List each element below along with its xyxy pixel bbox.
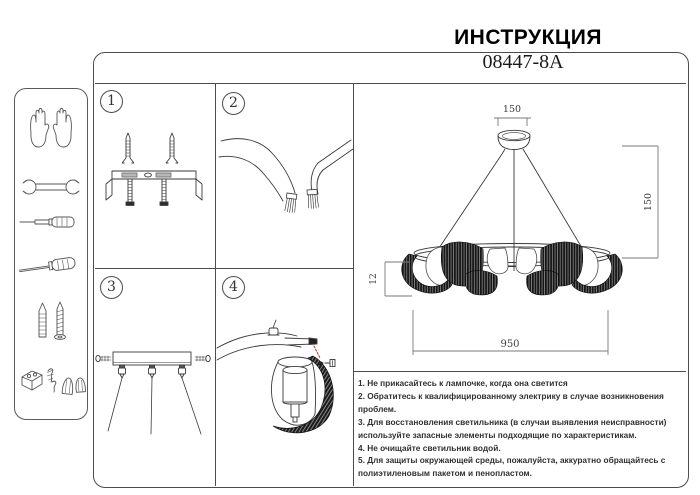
dim-bottom-label: 950 [500, 339, 519, 350]
main-frame [93, 52, 689, 488]
step-3-diagram-canopy-cables [95, 351, 211, 435]
model-number: 08447-8A [482, 51, 564, 73]
step-1-number: 1 [100, 90, 123, 113]
column-divider-2 [353, 84, 355, 486]
step-4-diagram-shade-mounting [216, 319, 336, 434]
ceiling-bar [112, 351, 192, 366]
wrench-icon [17, 179, 85, 195]
gloves-icon [30, 107, 72, 148]
tools-icons [17, 107, 86, 395]
step-1-diagram-anchors-bracket [105, 132, 203, 206]
anchor-screw-icon [38, 301, 66, 340]
note-line: 2. Обратитесь к квалифицированному элект… [358, 390, 664, 414]
fasteners-icon [21, 368, 86, 395]
dim-top [494, 117, 531, 126]
row-divider-left [95, 268, 353, 270]
header-divider [95, 83, 686, 85]
dim-left [384, 261, 412, 297]
wire-end-ferrule [284, 192, 298, 213]
screw-icon [125, 179, 135, 206]
wire-end-ferrule [306, 188, 319, 209]
shade-white-cup [270, 356, 316, 426]
screw-arrow [319, 359, 336, 367]
safety-notes: 1. Не прикасайтесь к лампочке, когда она… [358, 377, 686, 480]
lamp-arm [216, 319, 318, 361]
screw-icon [159, 179, 169, 206]
dim-left-label: 12 [369, 273, 379, 284]
row-divider-right [354, 371, 686, 373]
dim-bottom [412, 310, 609, 355]
socket-cap [267, 319, 280, 336]
note-line: 3. Для восстановления светильника (в слу… [358, 416, 667, 440]
shades-dark [401, 241, 623, 296]
dim-right [622, 145, 659, 259]
page-title: ИНСТРУКЦИЯ [454, 26, 602, 49]
screwdriver-icon [19, 216, 75, 228]
side-screw-icon [194, 354, 211, 363]
note-line: 1. Не прикасайтесь к лампочке, когда она… [358, 378, 568, 388]
step-4-number: 4 [222, 276, 245, 299]
cable-gland [148, 364, 156, 435]
cable-gland [107, 364, 126, 432]
side-screw-icon [95, 354, 112, 363]
shade-dark [272, 355, 334, 434]
mounting-bracket [105, 170, 203, 201]
wall-anchor-icon [165, 132, 179, 164]
step-3-number: 3 [100, 276, 123, 299]
hand-wire-left [218, 138, 296, 202]
column-divider-1 [215, 84, 217, 486]
cable-gland [178, 364, 202, 435]
dim-top-label: 150 [503, 104, 521, 115]
suspension-cables [432, 153, 589, 267]
step-2-number: 2 [222, 92, 245, 115]
awl-icon [18, 257, 76, 273]
note-line: 4. Не очищайте светильник водой. [358, 442, 501, 453]
socket-cylinder [282, 365, 308, 423]
wall-anchor-icon [121, 132, 135, 164]
alignment-mark-red [313, 345, 321, 359]
chandelier-dimension-drawing: 150 150 12 [369, 104, 659, 355]
dim-right-label: 150 [643, 193, 654, 211]
tools-sidebar [14, 88, 88, 420]
note-line: 5. Для защиты окружающей среды, пожалуйс… [358, 455, 666, 479]
step-2-diagram-wire-connection [218, 138, 353, 213]
hand-wire-right [310, 139, 353, 195]
ceiling-canopy [497, 129, 531, 155]
